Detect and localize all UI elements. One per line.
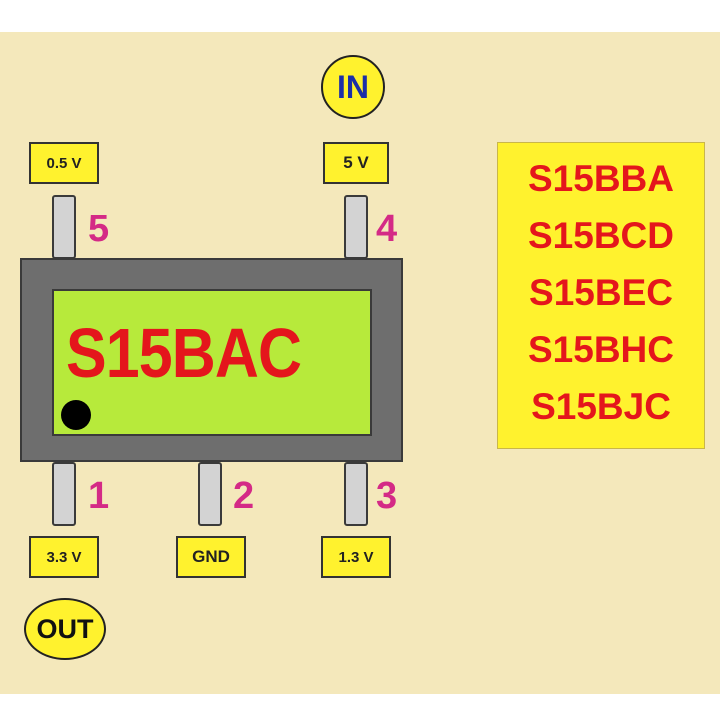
variant-item: S15BBA bbox=[528, 158, 674, 199]
pin3-voltage-box: 1.3 V bbox=[321, 536, 391, 578]
input-label-circle: IN bbox=[321, 55, 385, 119]
variant-item: S15BCD bbox=[528, 215, 674, 256]
output-label-text: OUT bbox=[36, 613, 94, 644]
pin-4 bbox=[344, 195, 368, 259]
variant-item: S15BHC bbox=[528, 329, 674, 370]
pin-5 bbox=[52, 195, 76, 259]
pin2-voltage-box: GND bbox=[176, 536, 246, 578]
pin1-voltage-box: 3.3 V bbox=[29, 536, 99, 578]
pin3-number: 3 bbox=[376, 475, 398, 517]
pin5-number: 5 bbox=[88, 208, 110, 250]
input-label-text: IN bbox=[337, 68, 369, 105]
pin3-voltage: 1.3 V bbox=[338, 548, 374, 566]
pin-3 bbox=[344, 462, 368, 526]
pin1-voltage: 3.3 V bbox=[46, 548, 82, 566]
pin2-voltage: GND bbox=[192, 547, 230, 566]
pin-2 bbox=[198, 462, 222, 526]
pin-1 bbox=[52, 462, 76, 526]
pin5-voltage: 0.5 V bbox=[46, 154, 82, 172]
variant-item: S15BEC bbox=[529, 272, 673, 313]
chip-marking-window bbox=[52, 289, 372, 436]
pin2-number: 2 bbox=[233, 475, 255, 517]
pin4-voltage: 5 V bbox=[343, 153, 369, 172]
variant-item: S15BJC bbox=[531, 386, 671, 427]
variant-list: S15BBA S15BCD S15BEC S15BHC S15BJC bbox=[497, 142, 705, 449]
pin1-indicator-dot bbox=[61, 400, 91, 430]
pin1-number: 1 bbox=[88, 475, 110, 517]
pin4-number: 4 bbox=[376, 208, 398, 250]
chip-marking-text: S15BAC bbox=[66, 314, 302, 392]
pin4-voltage-box: 5 V bbox=[323, 142, 389, 184]
pin5-voltage-box: 0.5 V bbox=[29, 142, 99, 184]
output-label-circle: OUT bbox=[24, 598, 106, 660]
